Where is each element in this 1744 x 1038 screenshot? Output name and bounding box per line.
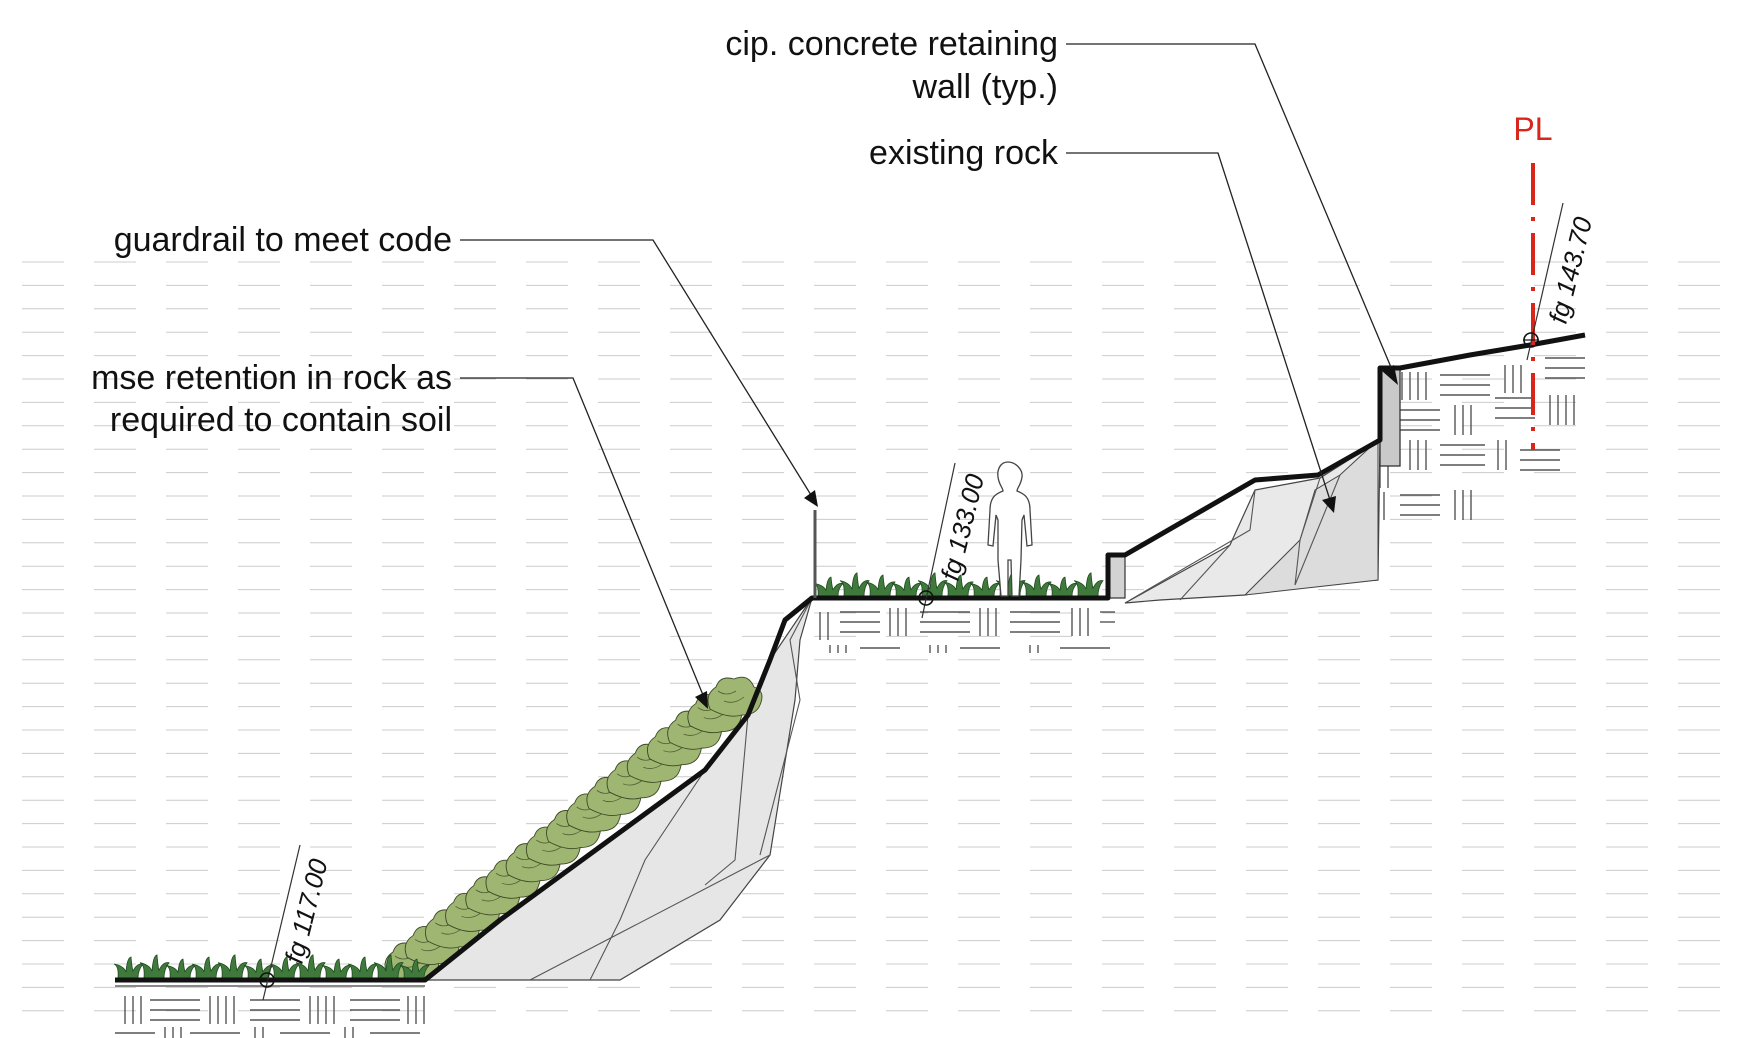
guardrail-label: guardrail to meet code bbox=[114, 221, 452, 259]
upper-rock-fracture-lines bbox=[1129, 474, 1341, 601]
planting-tuft bbox=[969, 576, 1000, 597]
existing-rock-label: existing rock bbox=[869, 134, 1059, 172]
lower-ground-hatch bbox=[115, 996, 425, 1038]
planting-tuft bbox=[917, 572, 948, 597]
planting-tuft bbox=[1021, 574, 1052, 597]
planting-tuft bbox=[865, 574, 896, 597]
upper-ground-hatch bbox=[1379, 357, 1585, 520]
leader-retaining-wall bbox=[1066, 43, 1398, 385]
planting-tuft bbox=[113, 956, 144, 979]
planting-tuft bbox=[1047, 576, 1078, 597]
retaining-wall-label-line2: wall (typ.) bbox=[912, 68, 1058, 106]
planting-tuft bbox=[347, 956, 378, 979]
planting-tuft bbox=[139, 954, 170, 979]
slope-shrub bbox=[707, 676, 763, 717]
property-line-label: PL bbox=[1513, 111, 1552, 147]
planting-tuft bbox=[399, 958, 430, 979]
planting-tuft bbox=[217, 954, 248, 979]
mse-retention-label-line1: mse retention in rock as bbox=[91, 359, 452, 397]
mse-retention-label-line2: required to contain soil bbox=[110, 401, 452, 439]
grade-marker-lower: fg 117.00 bbox=[259, 844, 334, 1001]
planting-tuft bbox=[295, 954, 326, 979]
planting-tuft bbox=[1073, 572, 1104, 597]
grade-label-lower: fg 117.00 bbox=[279, 855, 334, 966]
middle-ground-hatch bbox=[819, 608, 1115, 653]
rock-fracture-lines bbox=[529, 597, 813, 981]
planting-tuft bbox=[891, 576, 922, 597]
planting-tuft bbox=[191, 956, 222, 979]
leader-guardrail bbox=[460, 239, 818, 507]
leader-existing-rock bbox=[1066, 152, 1336, 513]
leader-mse-retention bbox=[460, 377, 708, 709]
slope-shrub-detail bbox=[717, 690, 745, 703]
planting-tuft bbox=[813, 576, 844, 597]
planting-tuft bbox=[165, 958, 196, 979]
finished-grade-line bbox=[115, 332, 1586, 983]
retaining-wall-label-line1: cip. concrete retaining bbox=[725, 25, 1058, 63]
person-silhouette-icon bbox=[987, 461, 1033, 597]
planting-tuft bbox=[943, 574, 974, 597]
planting-tuft bbox=[321, 958, 352, 979]
middle-retaining-wall bbox=[1107, 554, 1126, 599]
planting-tuft bbox=[373, 954, 404, 979]
planting-tuft bbox=[839, 572, 870, 597]
grade-label-upper: fg 143.70 bbox=[1543, 213, 1598, 326]
mse-slope-planting bbox=[384, 676, 763, 982]
